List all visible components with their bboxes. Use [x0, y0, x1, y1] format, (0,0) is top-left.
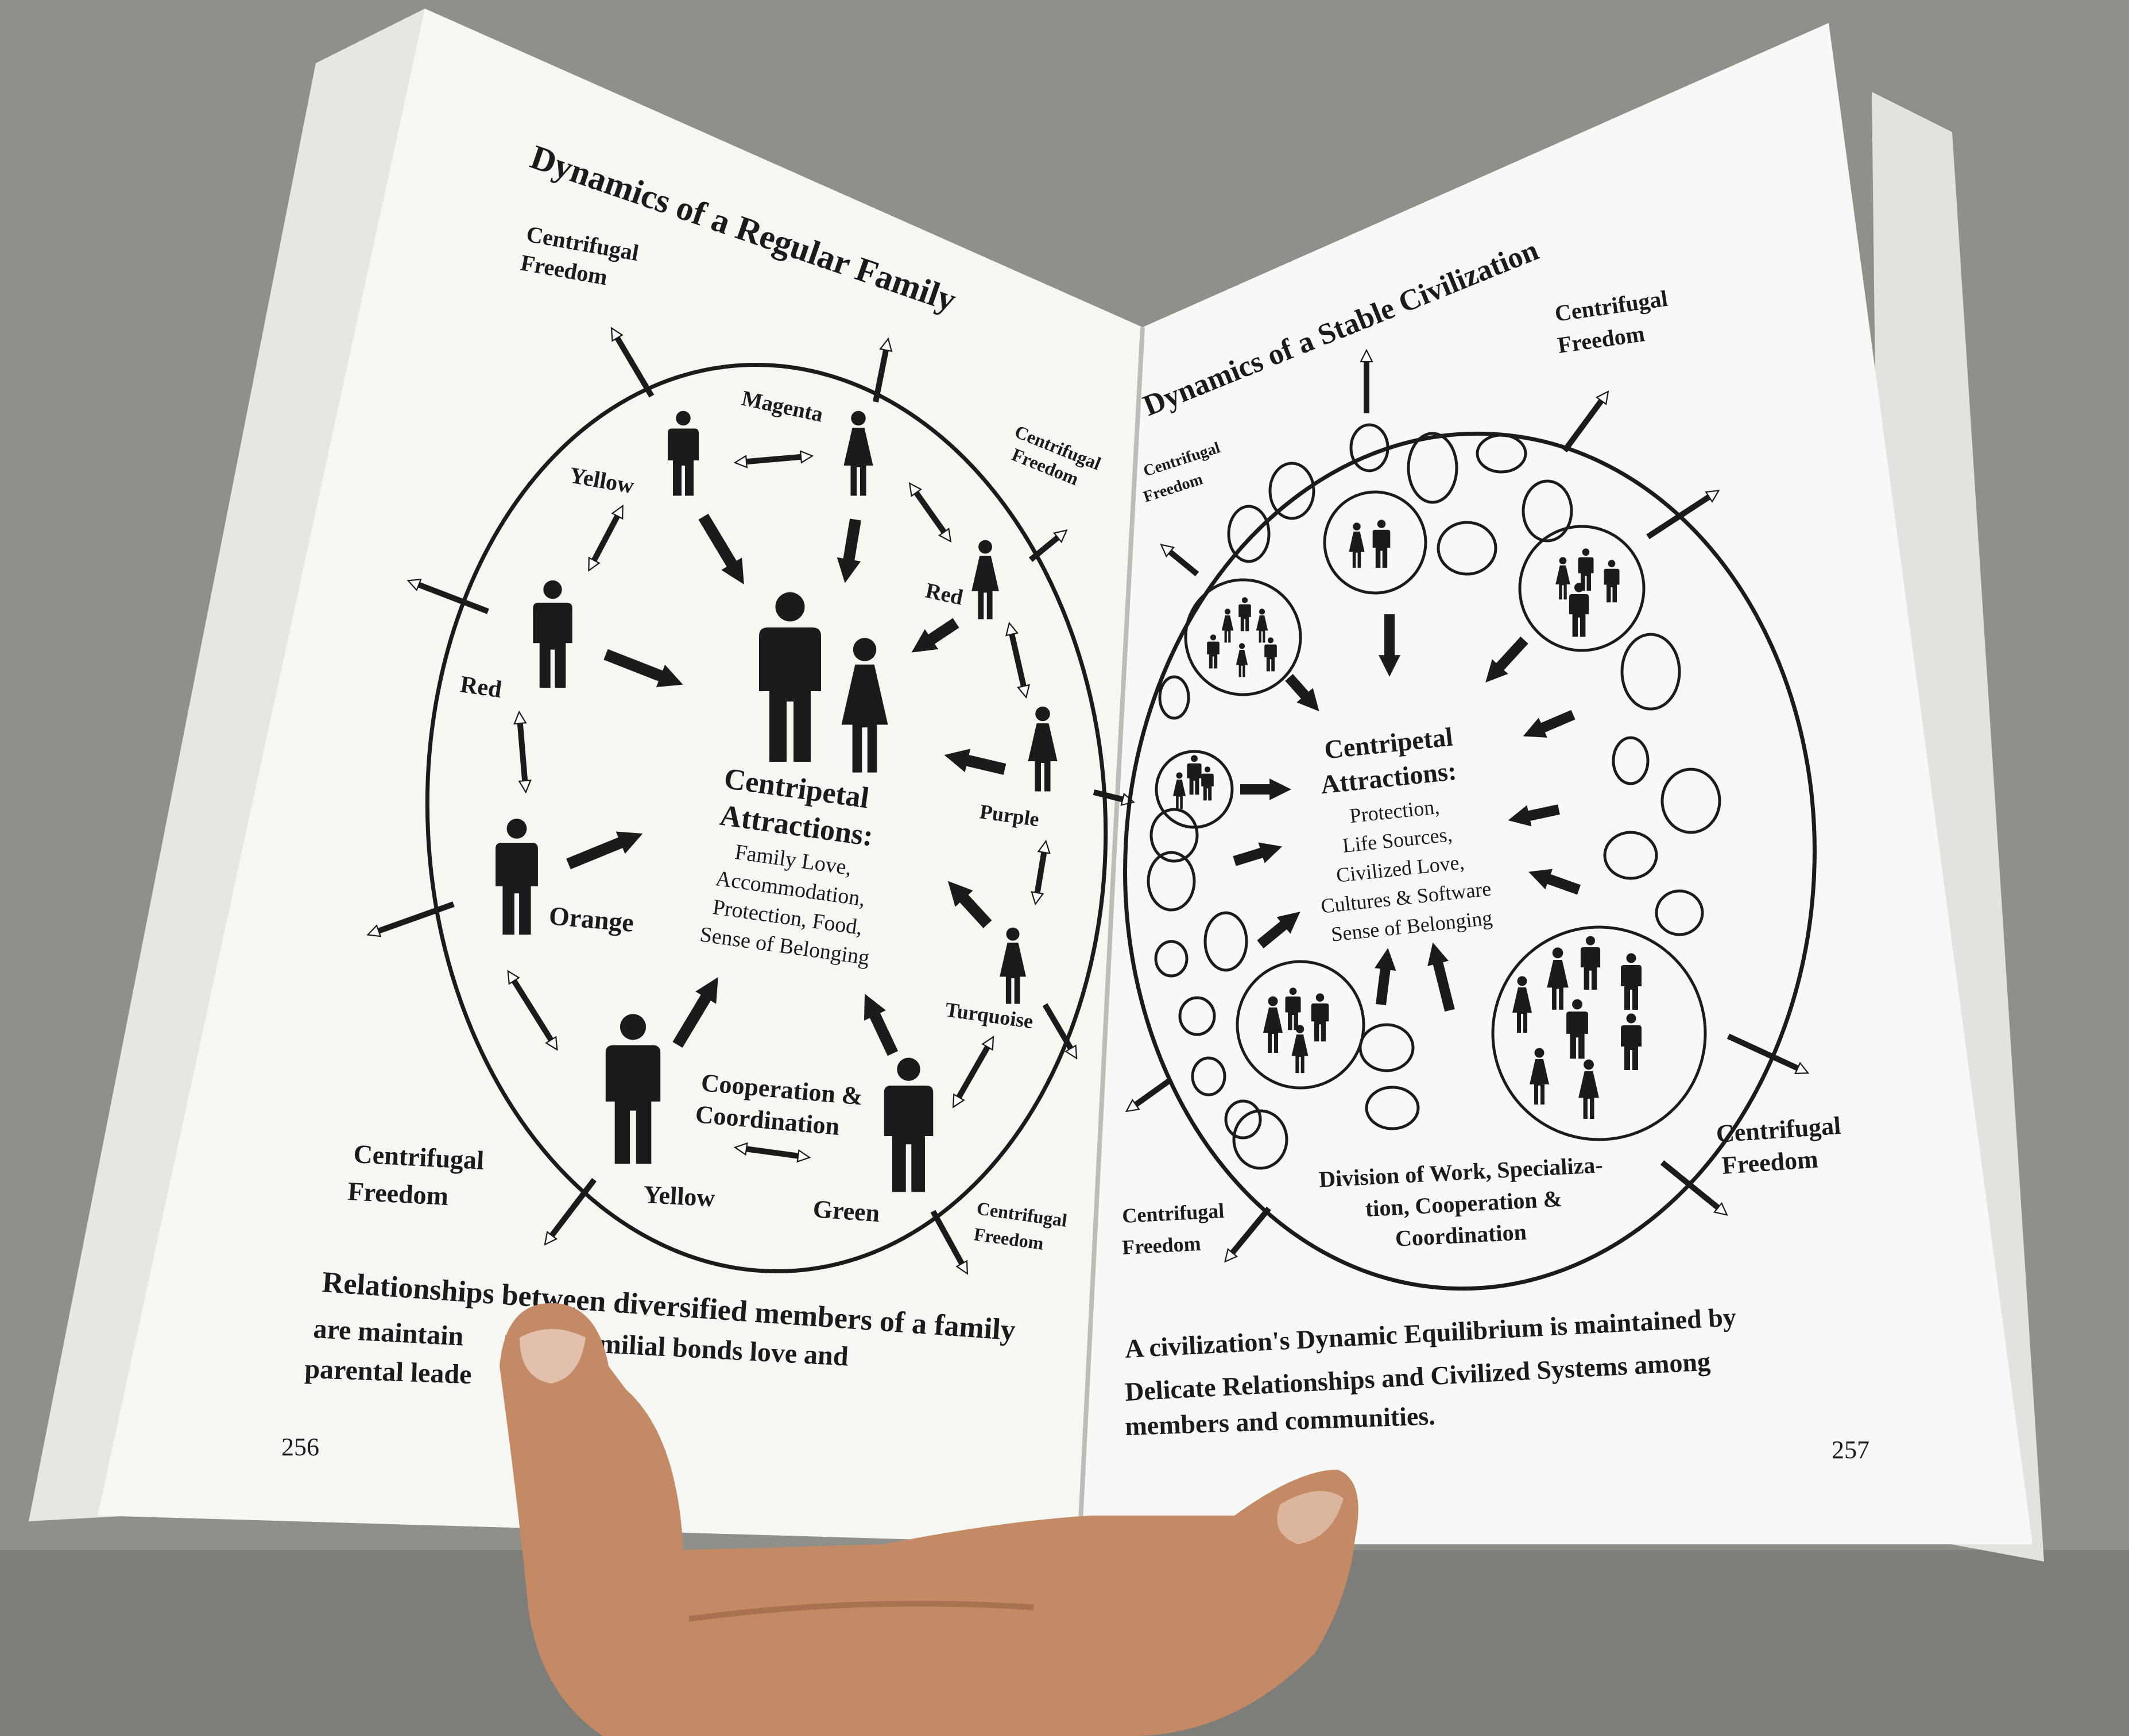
community-circle-top-left: [1184, 578, 1302, 696]
community-circle-top-right: [1518, 525, 1646, 652]
label-red-left: Red: [459, 671, 504, 703]
left-page-number: 256: [281, 1433, 319, 1461]
hand: [500, 1303, 1358, 1736]
left-page: [98, 9, 1143, 1544]
community-circle-bottom-left: [1236, 960, 1365, 1090]
community-circle-left: [1155, 750, 1234, 829]
right-centripetal-arrows: [1233, 614, 1581, 1012]
label-yellow-bottom: Yellow: [642, 1180, 715, 1212]
right-freedom-arrows: [1131, 356, 1803, 1257]
community-circle-bottom-right: [1491, 925, 1707, 1141]
right-page-number: 257: [1832, 1436, 1869, 1464]
left-relationship-arrows: [511, 456, 1045, 1157]
left-freedom-bottom-left-2: Freedom: [347, 1176, 449, 1211]
family-circle: [425, 362, 1108, 1274]
civilization-circle: [1123, 431, 1817, 1291]
right-freedom-bottom-right-2: Freedom: [1721, 1145, 1819, 1180]
left-freedom-arrows: [373, 333, 1128, 1269]
empty-communities: [1147, 423, 1721, 1170]
left-centripetal-arrows: [566, 513, 1007, 1056]
left-caption-line-3: parental leade: [304, 1354, 473, 1390]
right-freedom-bottom-left-1: Centrifugal: [1121, 1199, 1225, 1227]
label-green: Green: [812, 1195, 881, 1227]
right-page: [1079, 23, 2033, 1544]
left-freedom-bottom-left-1: Centrifugal: [353, 1139, 485, 1175]
right-freedom-bottom-left-2: Freedom: [1121, 1232, 1201, 1259]
community-circle-top: [1323, 490, 1427, 595]
book-gutter: [1077, 327, 1145, 1545]
